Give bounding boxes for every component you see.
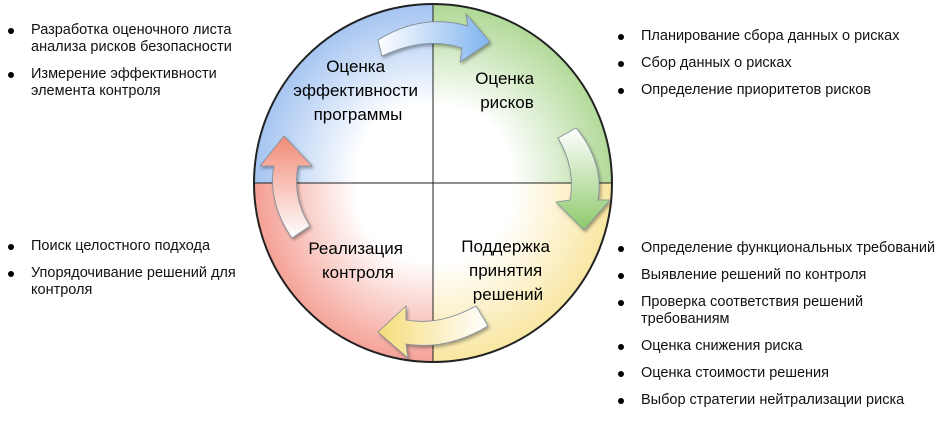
- list-item: Выявление решений по контроля: [614, 267, 936, 284]
- arrow-left-icon: [377, 305, 489, 360]
- label-line: Оценка: [326, 57, 385, 76]
- list-item: Измерение эффективности элемента контрол…: [4, 66, 266, 100]
- list-bottom-left: Поиск целостного подхода Упорядочивание …: [4, 238, 266, 309]
- list-item: Оценка снижения риска: [614, 338, 936, 355]
- label-top-left: Оценка эффективности программы: [293, 57, 422, 124]
- label-line: принятия: [469, 261, 542, 280]
- label-line: Оценка: [475, 69, 534, 88]
- list-item: Оценка стоимости решения: [614, 365, 936, 382]
- label-line: программы: [314, 105, 403, 124]
- list-item: Упорядочивание решений для контроля: [4, 265, 266, 299]
- label-line: Реализация: [308, 239, 403, 258]
- list-item: Планирование сбора данных о рисках: [614, 28, 936, 45]
- arrow-down-icon: [555, 127, 611, 231]
- quadrant-fills: [254, 4, 612, 362]
- cycle-outline: [253, 3, 613, 363]
- list-item: Определение приоритетов рисков: [614, 82, 936, 99]
- list-item: Проверка соответствия решений требования…: [614, 294, 936, 328]
- risk-management-cycle: Оценка эффективности программы Оценка ри…: [253, 3, 613, 363]
- list-bottom-right: Определение функциональных требований Вы…: [614, 240, 936, 419]
- label-line: эффективности: [293, 81, 418, 100]
- list-item: Определение функциональных требований: [614, 240, 936, 257]
- label-line: рисков: [480, 93, 534, 112]
- label-bottom-right: Поддержка принятия решений: [461, 237, 554, 304]
- list-item: Разработка оценочного листа анализа риск…: [4, 22, 266, 56]
- label-line: решений: [473, 285, 543, 304]
- label-bottom-left: Реализация контроля: [308, 239, 407, 282]
- list-top-left: Разработка оценочного листа анализа риск…: [4, 22, 266, 110]
- list-top-right: Планирование сбора данных о рисках Сбор …: [614, 28, 936, 109]
- arrow-right-icon: [377, 12, 491, 63]
- label-line: Поддержка: [461, 237, 550, 256]
- arrow-up-icon: [259, 135, 313, 239]
- label-line: контроля: [322, 263, 394, 282]
- list-item: Поиск целостного подхода: [4, 238, 266, 255]
- label-top-right: Оценка рисков: [475, 69, 539, 112]
- list-item: Сбор данных о рисках: [614, 55, 936, 72]
- list-item: Выбор стратегии нейтрализации риска: [614, 392, 936, 409]
